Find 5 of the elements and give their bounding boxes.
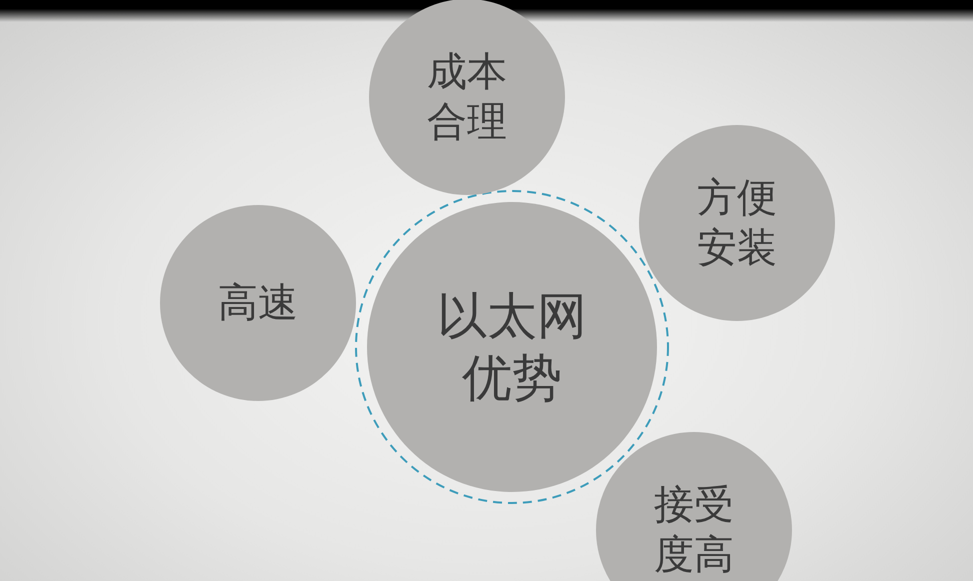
node-label: 方便安装 bbox=[696, 174, 778, 273]
node-label: 接受度高 bbox=[653, 481, 735, 580]
node-label: 以太网优势 bbox=[436, 286, 588, 409]
node-label: 高速 bbox=[217, 279, 299, 328]
node-label: 成本合理 bbox=[426, 48, 508, 147]
